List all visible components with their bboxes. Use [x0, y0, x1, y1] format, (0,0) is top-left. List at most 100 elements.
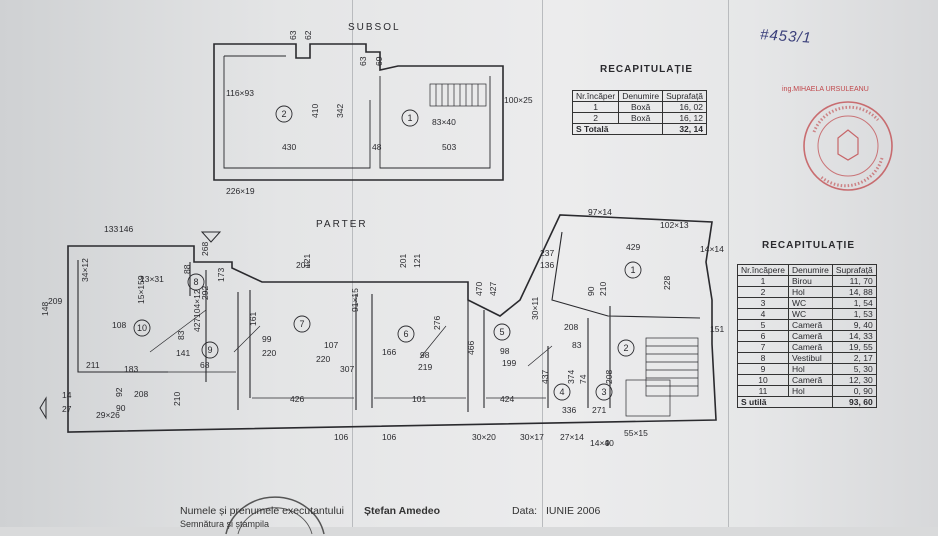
dimension-label: 29×26 [96, 410, 120, 420]
handwritten-reference: #453/1 [759, 26, 813, 47]
cell: 6 [737, 330, 789, 342]
dimension-label: 121 [412, 254, 422, 268]
dimension-label: 336 [562, 405, 576, 415]
dimension-label: 424 [500, 394, 514, 404]
dimension-label: 342 [335, 104, 345, 118]
dimension-label: 63 [288, 30, 298, 40]
col-header: Denumire [787, 264, 833, 276]
dimension-label: 14 [62, 390, 72, 400]
cell: WC [787, 297, 833, 309]
cell: Cameră [787, 319, 833, 331]
room-number: 1 [630, 265, 635, 275]
cell: Hol [787, 385, 833, 397]
dimension-label: 427 [192, 318, 202, 332]
table-total-row: S Totală 32, 14 [571, 123, 707, 135]
dimension-label: 151 [710, 324, 724, 334]
cell: Birou [787, 275, 833, 287]
dimension-label: 90 [116, 403, 126, 413]
signature-label: Semnătura și ștampila [180, 519, 270, 529]
cell: WC [787, 308, 833, 320]
dimension-label: 97×14 [588, 207, 612, 217]
cell: 9, 40 [831, 319, 877, 331]
date-value: IUNIE 2006 [546, 505, 601, 517]
cell: Boxă [618, 112, 664, 124]
cell: Cameră [787, 341, 833, 353]
dimension-label: 63 [358, 56, 368, 66]
dimension-label: 99 [262, 334, 272, 344]
dimension-label: 219 [418, 362, 432, 372]
room-number: 3 [601, 387, 606, 397]
room-number-marker [553, 383, 571, 401]
room-number-marker [133, 319, 151, 337]
dimension-label: 106 [334, 432, 348, 442]
dimension-label: 220 [262, 348, 276, 358]
dimension-label: 161 [248, 312, 258, 326]
dimension-label: 9 [605, 438, 610, 448]
cell: Hol [787, 363, 833, 375]
dimension-label: 14×40 [590, 438, 614, 448]
dimension-label: 503 [442, 142, 456, 152]
room-number-marker [293, 315, 311, 333]
dimension-label: 62 [303, 30, 313, 40]
cell: 7 [737, 341, 789, 353]
cell: 4 [737, 308, 789, 320]
room-number-marker [401, 109, 419, 127]
room-number: 4 [559, 387, 564, 397]
table-row: 2 Boxă 16, 12 [571, 112, 707, 124]
cell: 16, 12 [662, 112, 707, 124]
cell: 12, 30 [831, 374, 877, 386]
dimension-label: 437 [540, 370, 550, 384]
dimension-label: 201 [296, 260, 310, 270]
dimension-label: 69 [374, 56, 384, 66]
room-number: 10 [137, 323, 147, 333]
dimension-label: 107 [324, 340, 338, 350]
dimension-label: 91×15 [350, 288, 360, 312]
dimension-label: 74 [578, 374, 588, 384]
col-header: Nr.încăper [571, 90, 620, 102]
dimension-label: 183 [124, 364, 138, 374]
room-number-marker [187, 273, 205, 291]
dimension-label: 466 [466, 341, 476, 355]
dimension-label: 27 [62, 404, 72, 414]
executant-name: Ștefan Amedeo [364, 505, 441, 517]
room-number-marker [275, 105, 293, 123]
dimension-label: 108 [112, 320, 126, 330]
dimension-label: 30×17 [520, 432, 544, 442]
total-value: 32, 14 [662, 123, 707, 135]
cell: 19, 55 [831, 341, 877, 353]
cell: Hol [787, 286, 833, 298]
dimension-label: 220 [316, 354, 330, 364]
subsol-title: SUBSOL [348, 22, 401, 33]
cell: 1 [737, 275, 789, 287]
bottom-stamp-icon [225, 496, 325, 535]
subsol-stair [429, 83, 487, 107]
room-number-marker [201, 341, 219, 359]
room-number-marker [624, 261, 642, 279]
table-total-row: S utilă 93, 60 [737, 396, 877, 408]
dimension-label: 30×20 [472, 432, 496, 442]
dimension-label: 13×31 [140, 274, 164, 284]
cell: Cameră [787, 374, 833, 386]
room-number-marker [617, 339, 635, 357]
dimension-label: 106 [382, 432, 396, 442]
engineer-name: ing.MIHAELA URSULEANU [782, 86, 869, 93]
executant-label: Numele și prenumele executantului [180, 505, 345, 517]
dimension-label: 92 [114, 387, 124, 397]
dimension-label: 88 [182, 264, 192, 274]
dimension-label: 102×13 [660, 220, 689, 230]
table-row: 1 Boxă 16, 02 [571, 101, 707, 113]
parter-outline [67, 214, 717, 433]
cell: 1, 53 [831, 308, 877, 320]
dimension-label: 14×14 [700, 244, 724, 254]
dimension-label: 276 [432, 316, 442, 330]
dimension-label: 166 [382, 347, 396, 357]
cell: 0, 90 [831, 385, 877, 397]
parter-stair [625, 337, 699, 417]
col-header: Nr.încăpere [737, 264, 789, 276]
